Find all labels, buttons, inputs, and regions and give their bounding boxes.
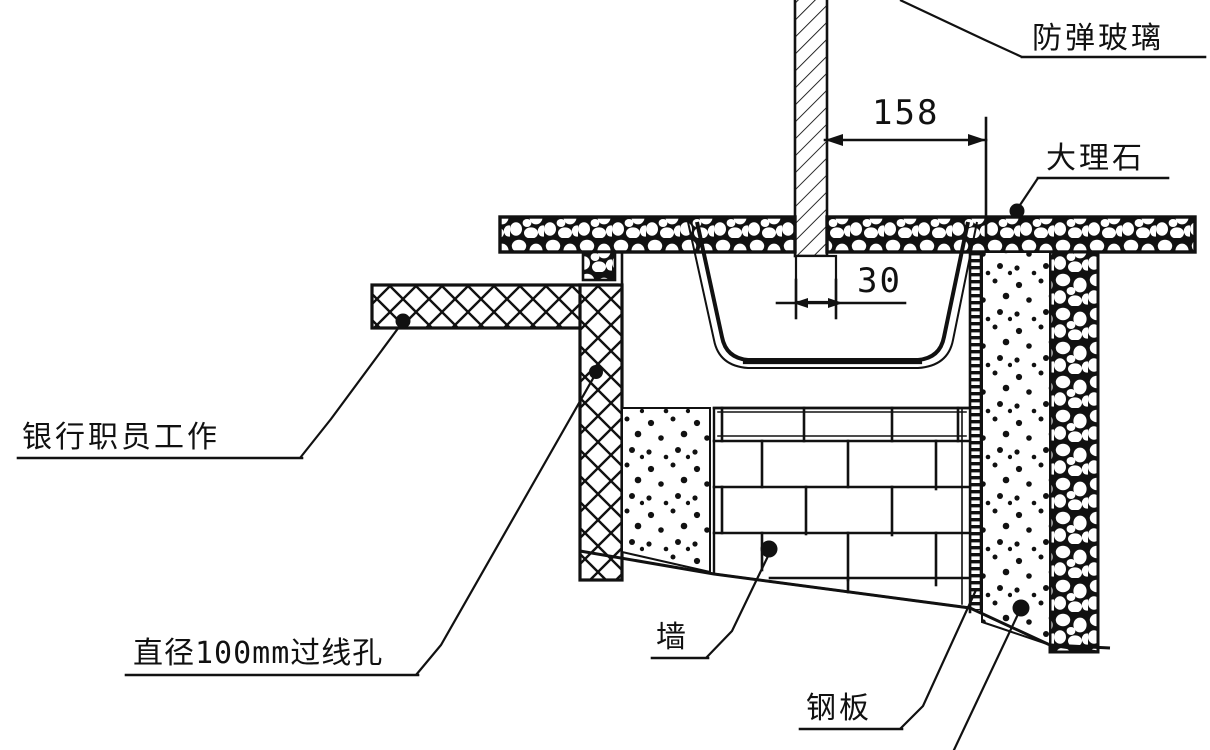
label-bulletproof-glass-text: 防弹玻璃 (1032, 21, 1164, 56)
label-wire-hole-text: 直径100mm过线孔 (133, 636, 383, 671)
marble-slab-top (498, 215, 797, 282)
label-bank-clerk-work[interactable]: 银行职员工作 (16, 313, 411, 460)
bank-clerk-leader-dot (395, 313, 411, 329)
label-steel-plate[interactable]: 钢板 (798, 589, 978, 731)
marble-slab-top-right (825, 215, 1197, 254)
marble-wall-return (1048, 250, 1100, 654)
label-wall[interactable]: 墙 (650, 540, 778, 660)
steel-plate-second-leader (952, 599, 1030, 750)
steel-plate-line (968, 250, 983, 614)
brick-wall (712, 406, 972, 610)
label-wire-hole[interactable]: 直径100mm过线孔 (124, 365, 603, 677)
clerk-counter-leg (578, 283, 624, 582)
label-wall-text: 墙 (656, 620, 689, 655)
wire-hole-leader-dot (589, 365, 603, 379)
label-marble[interactable]: 大理石 (1009, 141, 1170, 219)
concrete-left (621, 407, 711, 574)
steel-plate-leader-dot (1012, 599, 1030, 617)
dimension-30-value: 30 (857, 261, 902, 301)
dimension-158: 158 (823, 93, 988, 242)
concrete-right (981, 251, 1051, 647)
label-bulletproof-glass[interactable]: 防弹玻璃 (899, 0, 1207, 59)
dimension-158-value: 158 (872, 93, 939, 133)
cash-trough (687, 221, 978, 369)
marble-leader-dot (1009, 203, 1025, 219)
label-marble-text: 大理石 (1046, 141, 1145, 176)
label-bank-clerk-work-text: 银行职员工作 (22, 420, 220, 455)
bulletproof-glass-panel (793, 0, 838, 304)
ground-line (579, 549, 1111, 654)
wall-leader-dot (760, 540, 778, 558)
cabinet-outline (620, 250, 972, 410)
label-steel-plate-text: 钢板 (806, 691, 872, 726)
dimension-30: 30 (775, 261, 907, 320)
